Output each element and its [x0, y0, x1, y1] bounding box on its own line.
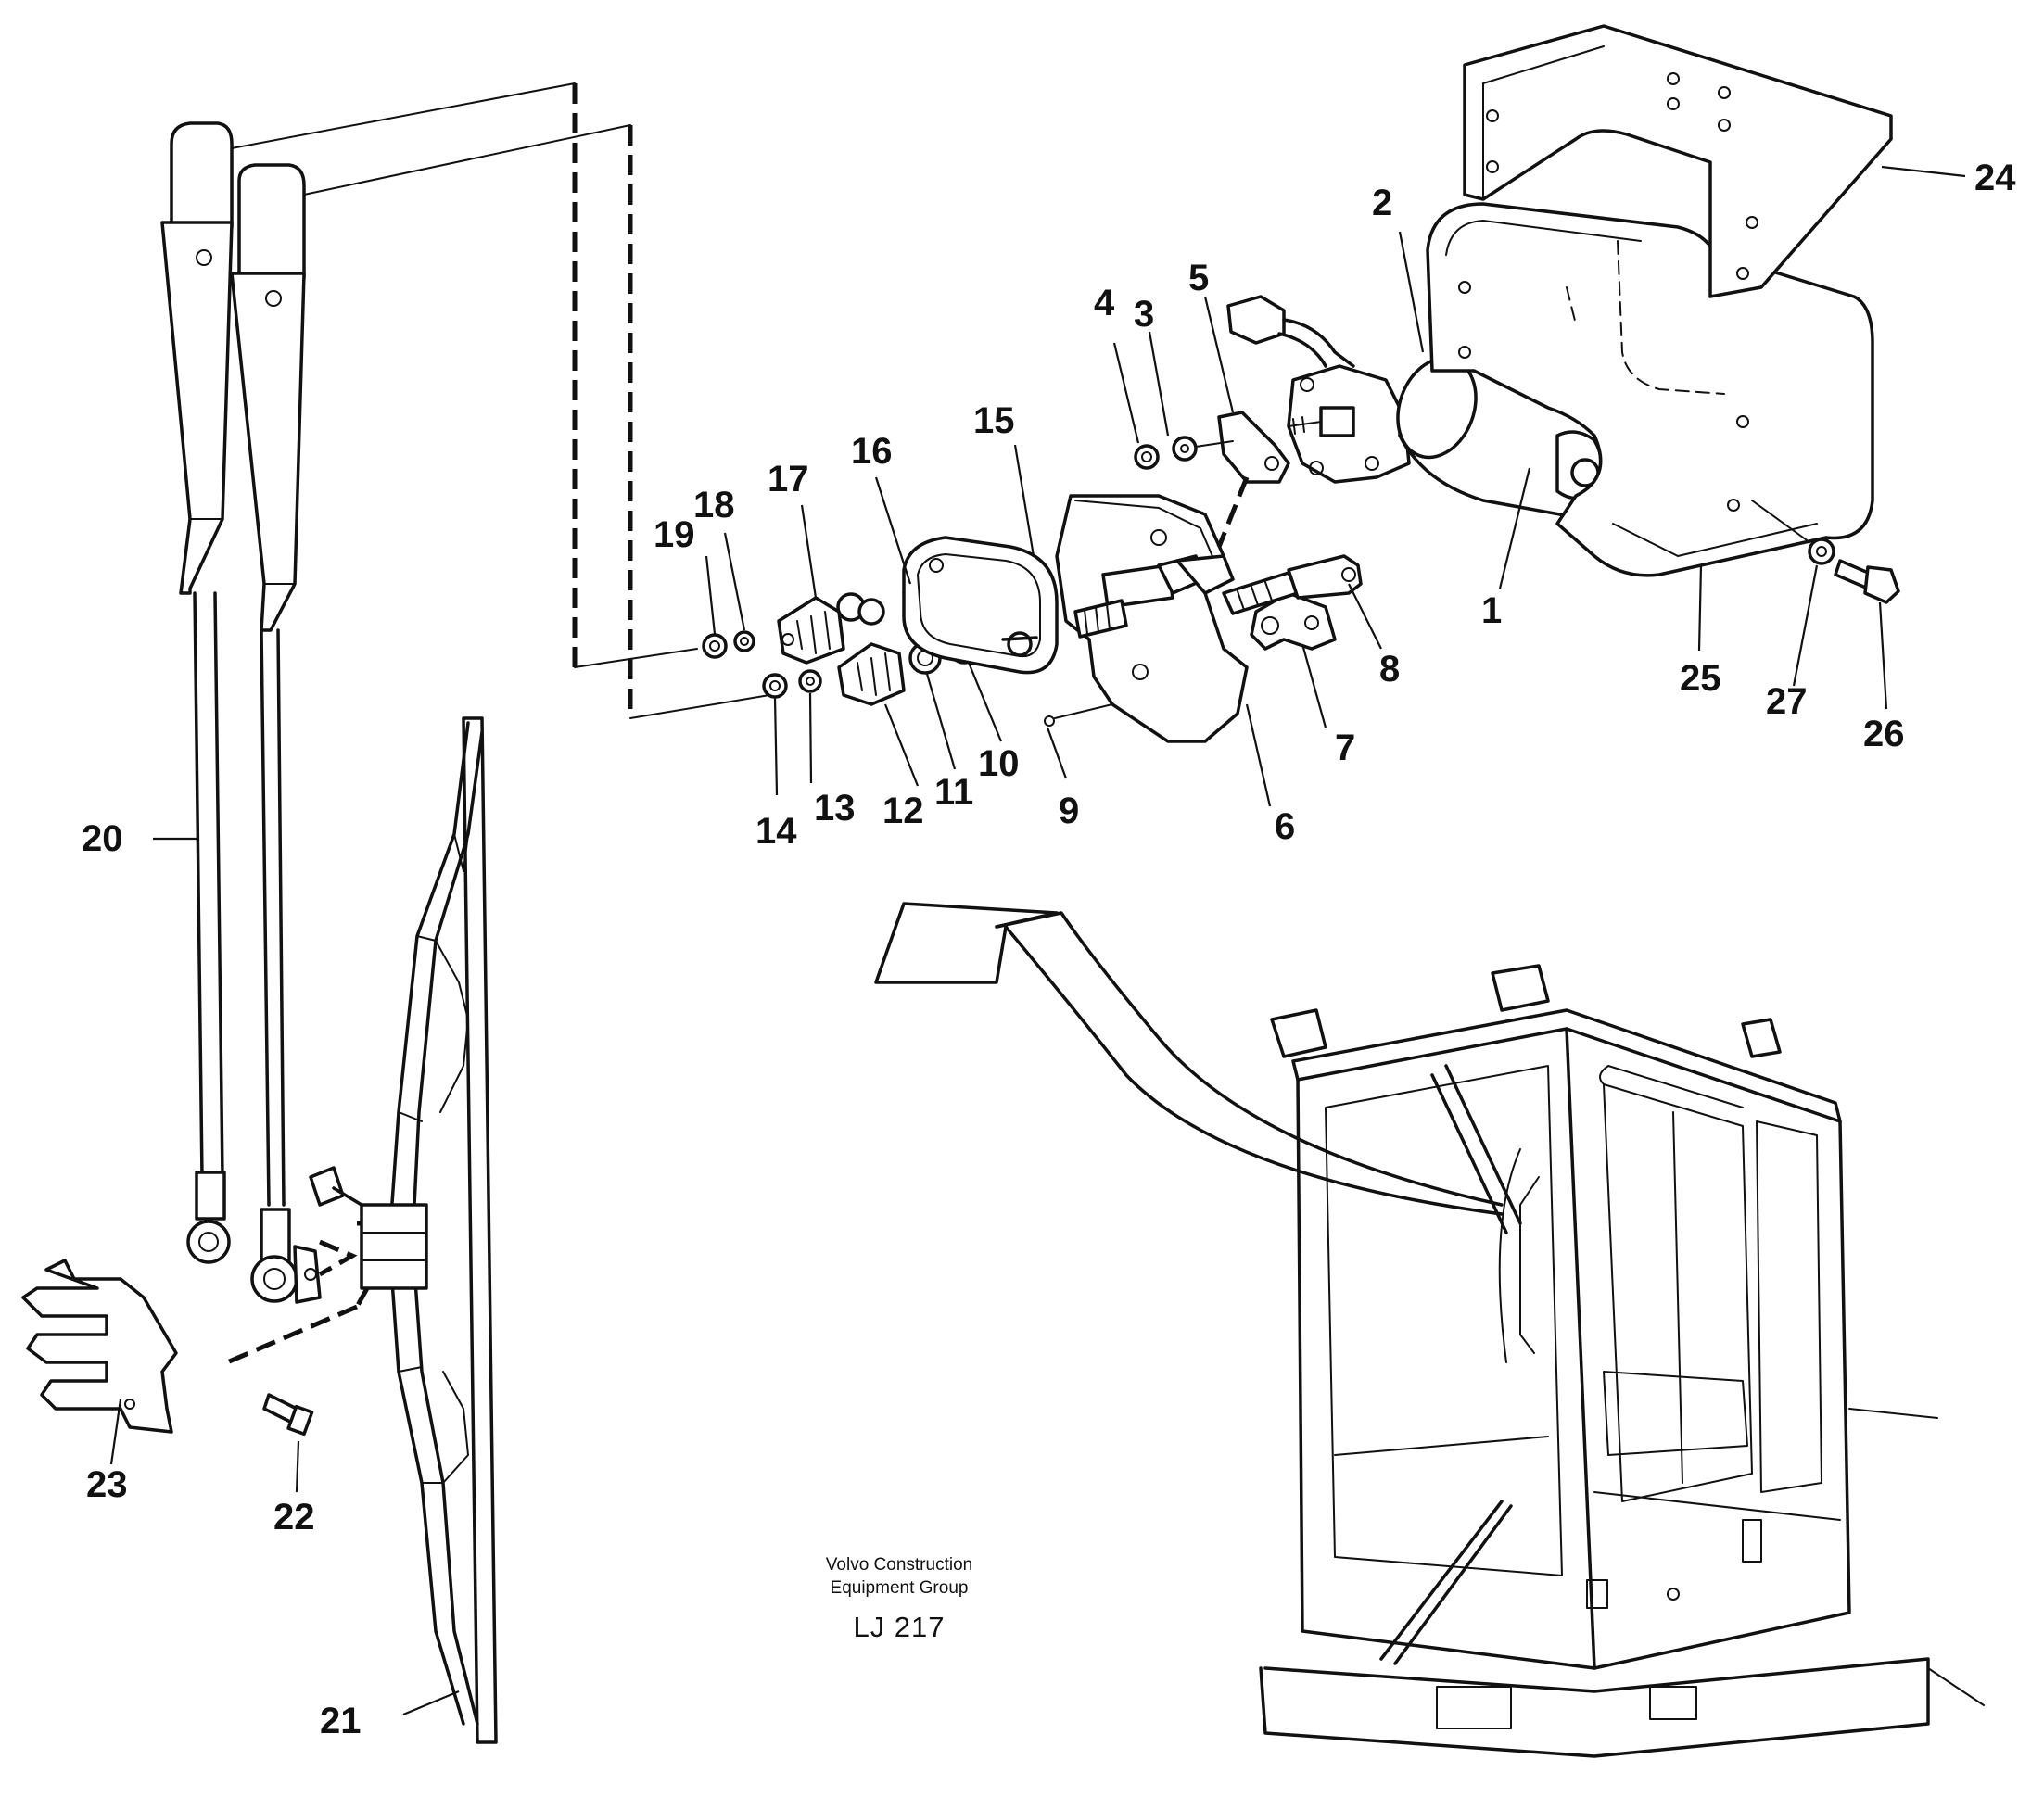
callout-20: 20: [82, 818, 123, 859]
detail-arrow: [874, 902, 1504, 1216]
callout-8: 8: [1379, 649, 1400, 690]
company-caption: Volvo Construction Equipment Group: [769, 1553, 1029, 1600]
callout-21: 21: [320, 1701, 362, 1741]
wiper-arm-assembly: [160, 82, 631, 1304]
callout-16: 16: [851, 431, 893, 472]
wiper-blade: [309, 716, 498, 1744]
cab-illustration: [1259, 964, 1985, 1758]
callout-12: 12: [882, 791, 924, 831]
callout-6: 6: [1275, 806, 1295, 847]
callout-27: 27: [1766, 681, 1808, 722]
callout-18: 18: [693, 485, 735, 525]
callout-13: 13: [814, 788, 856, 829]
callout-19: 19: [654, 514, 695, 555]
callout-23: 23: [86, 1464, 128, 1505]
callout-1: 1: [1481, 590, 1502, 631]
callout-9: 9: [1059, 791, 1079, 831]
screw-8: [1222, 554, 1363, 615]
callout-labels: 1 2 3 4 5 6 7 8 9 10 11 12 13 14 15 16 1…: [82, 158, 2016, 1741]
drawing-code: LJ 217: [853, 1611, 946, 1643]
bolt-22: [262, 1393, 314, 1437]
callout-4: 4: [1094, 283, 1115, 323]
gearbox-plate-6: [1055, 494, 1249, 743]
callout-2: 2: [1372, 183, 1392, 223]
callout-14: 14: [755, 811, 797, 852]
callout-3: 3: [1134, 294, 1154, 335]
link-plate-15: [902, 536, 1059, 675]
callout-5: 5: [1188, 258, 1209, 298]
callout-26: 26: [1863, 714, 1905, 754]
company-line-1: Volvo Construction: [825, 1555, 973, 1575]
bracket-24: [1463, 24, 1893, 298]
callout-24: 24: [1974, 158, 2016, 198]
callout-25: 25: [1680, 658, 1721, 699]
callout-22: 22: [273, 1497, 315, 1538]
company-line-2: Equipment Group: [830, 1578, 969, 1598]
leader-lines: [109, 165, 1966, 1716]
cover-25: [1426, 202, 1874, 577]
callout-17: 17: [768, 459, 809, 500]
assembly-guide-lines: [226, 83, 770, 1365]
clamp-hardware: [1134, 411, 1290, 548]
bracket-23: [21, 1259, 178, 1434]
callout-15: 15: [973, 400, 1015, 441]
callout-11: 11: [934, 772, 973, 813]
callout-10: 10: [978, 743, 1020, 784]
fasteners-26-27: [1751, 500, 1900, 604]
callout-7: 7: [1335, 728, 1355, 768]
